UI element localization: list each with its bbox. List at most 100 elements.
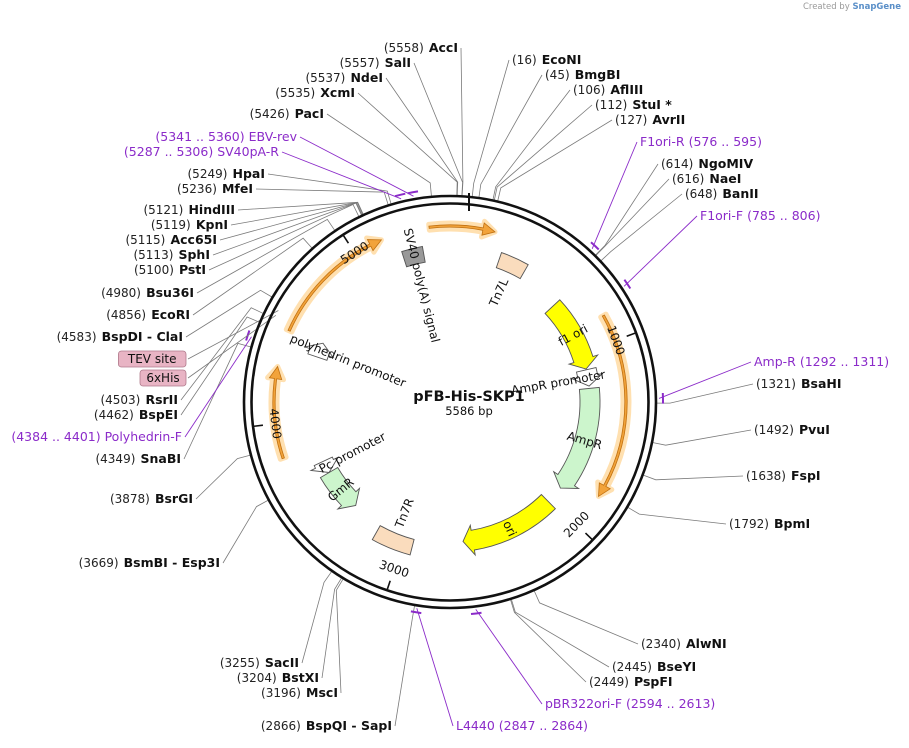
site-name: BspEI — [139, 407, 178, 422]
site-label-pvui[interactable]: (1492) PvuI — [754, 419, 830, 438]
primer-label-f1ori-f[interactable]: F1ori-F (785 .. 806) — [700, 208, 820, 223]
feature-f1-ori[interactable]: f1 ori — [544, 299, 600, 370]
site-label-acc65i[interactable]: (5115) Acc65I — [125, 229, 217, 248]
site-line-bspei — [180, 316, 260, 416]
feature-sv40-poly-a-signal[interactable]: SV40 poly(A) signal — [401, 227, 443, 344]
feature-pc-promoter[interactable]: Pc promoter — [309, 429, 388, 476]
primer-label-pbr322ori-f[interactable]: pBR322ori-F (2594 .. 2613) — [545, 696, 715, 711]
snapgene-logo: SnapGene — [852, 2, 901, 12]
primer-label-l4440[interactable]: L4440 (2847 .. 2864) — [456, 718, 588, 733]
feature-label: polyhedrin promoter — [288, 331, 408, 390]
site-label-bsu36i[interactable]: (4980) Bsu36I — [101, 282, 194, 301]
site-label-banii[interactable]: (648) BanII — [685, 183, 759, 202]
site-label-kpni[interactable]: (5119) KpnI — [151, 214, 228, 233]
tick-3000 — [386, 580, 391, 590]
tick-2000 — [584, 532, 593, 540]
site-label-naei[interactable]: (616) NaeI — [672, 168, 741, 187]
site-label-ngomiv[interactable]: (614) NgoMIV — [661, 153, 753, 172]
site-label-sacii[interactable]: (3255) SacII — [220, 652, 299, 671]
site-name: XcmI — [320, 85, 355, 100]
site-position: (4462) — [94, 408, 134, 422]
primer-mark-ebv-rev — [407, 190, 419, 195]
primer-line-polyhedrin-f — [184, 336, 252, 438]
site-line-stui — [494, 104, 593, 200]
site-label-avrii[interactable]: (127) AvrII — [615, 109, 685, 128]
site-label-bsahi[interactable]: (1321) BsaHI — [756, 373, 842, 392]
site-label-econi[interactable]: (16) EcoNI — [512, 49, 581, 68]
site-label-psti[interactable]: (5100) PstI — [134, 259, 206, 278]
site-label-bspdi-clai[interactable]: (4583) BspDI - ClaI — [57, 326, 183, 345]
site-name: NaeI — [709, 171, 741, 186]
primer-label-f1ori-r[interactable]: F1ori-R (576 .. 595) — [640, 134, 762, 149]
site-position: (1792) — [729, 517, 769, 531]
site-line-bsahi — [657, 383, 754, 404]
feature-gmr[interactable]: GmR — [319, 466, 361, 510]
primer-label-polyhedrin-f[interactable]: (4384 .. 4401) Polyhedrin-F — [11, 429, 182, 444]
primer-mark-f1ori-f — [623, 279, 632, 290]
primer-label-ebv-rev[interactable]: (5341 .. 5360) EBV-rev — [155, 129, 297, 144]
site-line-mfei — [255, 188, 389, 205]
site-label-rsrii[interactable]: (4503) RsrII — [100, 389, 178, 408]
site-label-paci[interactable]: (5426) PacI — [250, 103, 324, 122]
site-label-bmgbi[interactable]: (45) BmgBI — [545, 64, 620, 83]
feature-polyhedrin-promoter[interactable]: polyhedrin promoter — [288, 331, 408, 390]
site-name: BsrGI — [155, 491, 193, 506]
site-position: (1638) — [746, 469, 786, 483]
site-label-bspqi-sapi[interactable]: (2866) BspQI - SapI — [261, 715, 392, 734]
site-label-alwni[interactable]: (2340) AlwNI — [641, 633, 727, 652]
site-name: EcoNI — [542, 52, 582, 67]
site-name: AvrII — [652, 112, 685, 127]
primer-mark-l4440 — [410, 610, 422, 615]
backbone-outer-strand — [242, 194, 658, 610]
site-name: FspI — [791, 468, 821, 483]
site-label-hindiii[interactable]: (5121) HindIII — [143, 199, 235, 218]
site-position: (5100) — [134, 263, 174, 277]
site-label-afliii[interactable]: (106) AflIII — [573, 79, 643, 98]
site-label-xcmi[interactable]: (5535) XcmI — [275, 82, 355, 101]
site-label-bseyi[interactable]: (2445) BseYI — [612, 656, 696, 675]
site-label-fspi[interactable]: (1638) FspI — [746, 465, 821, 484]
site-label-snabi[interactable]: (4349) SnaBI — [95, 448, 181, 467]
site-position: (4349) — [95, 452, 135, 466]
site-label-bpmi[interactable]: (1792) BpmI — [729, 513, 810, 532]
site-position: (127) — [615, 113, 647, 127]
feature-ori[interactable]: ori — [462, 493, 557, 557]
site-label-ecori[interactable]: (4856) EcoRI — [106, 304, 190, 323]
site-position: (5115) — [125, 233, 165, 247]
site-label-acci[interactable]: (5558) AccI — [384, 37, 458, 56]
primer-label-sv40pa-r[interactable]: (5287 .. 5306) SV40pA-R — [124, 144, 279, 159]
primer-range: (5287 .. 5306) — [124, 144, 213, 159]
site-name: BseYI — [657, 659, 696, 674]
feature-ampr[interactable]: AmpR — [552, 386, 604, 489]
site-label-sali[interactable]: (5557) SalI — [340, 52, 411, 71]
site-label-bsrgi[interactable]: (3878) BsrGI — [110, 488, 193, 507]
tag-6xhis[interactable]: 6xHis — [139, 369, 187, 387]
site-position: (3255) — [220, 656, 260, 670]
primer-mark-sv40pa-r — [394, 192, 406, 198]
site-label-bspei[interactable]: (4462) BspEI — [94, 404, 178, 423]
site-position: (3196) — [261, 686, 301, 700]
site-position: (4583) — [57, 330, 97, 344]
site-label-bsmbi-esp3i[interactable]: (3669) BsmBI - Esp3I — [79, 552, 220, 571]
site-position: (3669) — [79, 556, 119, 570]
site-label-mfei[interactable]: (5236) MfeI — [177, 178, 253, 197]
site-name: AccI — [429, 40, 458, 55]
site-label-ndei[interactable]: (5537) NdeI — [305, 67, 383, 86]
feature-tn7r[interactable]: Tn7R — [371, 496, 417, 556]
site-label-stui[interactable]: (112) StuI * — [595, 94, 672, 113]
orange-arrow-halo-3 — [265, 364, 289, 462]
site-label-bstxi[interactable]: (3204) BstXI — [237, 667, 319, 686]
tag-label: 6xHis — [146, 371, 179, 385]
feature-label: SV40 poly(A) signal — [401, 227, 443, 344]
tick-label-1000: 1000 — [604, 324, 628, 358]
feature-tn7l[interactable]: Tn7L — [486, 252, 529, 310]
tag-tev-site[interactable]: TEV site — [118, 350, 187, 368]
site-label-pspfi[interactable]: (2449) PspFI — [589, 671, 673, 690]
site-label-sphi[interactable]: (5113) SphI — [133, 244, 210, 263]
tick-label-5000: 5000 — [338, 239, 371, 267]
site-name: BsmBI - Esp3I — [124, 555, 220, 570]
primer-label-amp-r[interactable]: Amp-R (1292 .. 1311) — [754, 354, 889, 369]
orange-arrow-3 — [268, 365, 285, 460]
site-label-msci[interactable]: (3196) MscI — [261, 682, 338, 701]
site-label-hpai[interactable]: (5249) HpaI — [188, 163, 266, 182]
